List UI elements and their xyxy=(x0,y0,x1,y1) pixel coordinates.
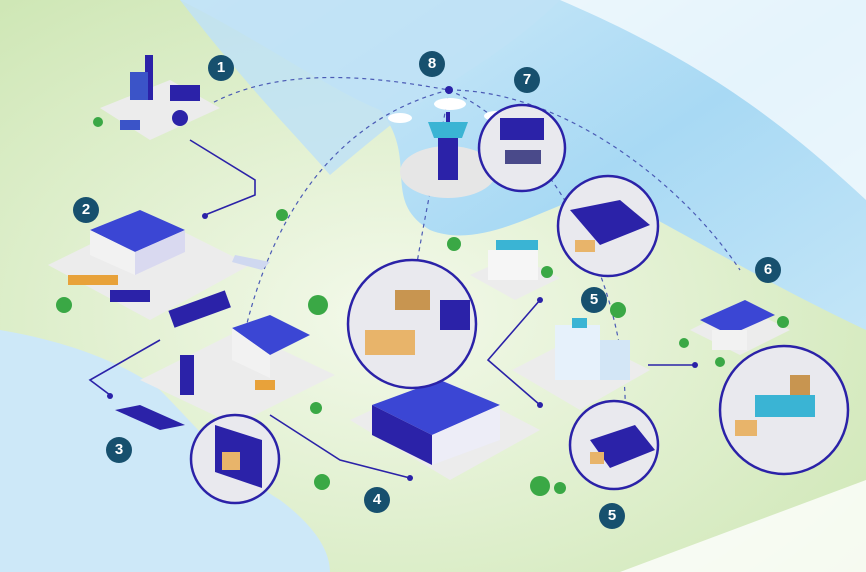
vignette-truck-loading xyxy=(189,413,281,505)
arc-1 xyxy=(199,76,450,111)
fulfillment-center xyxy=(690,300,790,355)
badge-5-pharmacy: 5 xyxy=(581,287,607,313)
airport-warehouse xyxy=(48,210,270,328)
route-warehouse-5 xyxy=(486,299,541,406)
vignette-control-room xyxy=(477,103,567,193)
badge-1: 1 xyxy=(208,55,234,81)
bay xyxy=(0,330,330,572)
seaport xyxy=(115,315,335,430)
control-tower xyxy=(388,86,508,198)
vignettes xyxy=(189,103,850,505)
vignette-warehouse-interior xyxy=(346,258,478,390)
badge-2: 2 xyxy=(73,197,99,223)
ground-routes xyxy=(88,139,695,479)
trees xyxy=(56,117,789,496)
hospital xyxy=(512,318,650,410)
badge-8: 8 xyxy=(419,51,445,77)
badge-5-delivery: 5 xyxy=(599,503,625,529)
route-1-2 xyxy=(189,139,256,216)
sky-fade xyxy=(560,0,866,200)
vignette-van-delivery xyxy=(568,399,660,491)
arc-2 xyxy=(448,89,741,271)
badge-4: 4 xyxy=(364,487,390,513)
badge-3: 3 xyxy=(106,437,132,463)
route-nodes xyxy=(107,213,698,481)
bottom-fade xyxy=(620,480,866,572)
arc-3 xyxy=(229,89,450,421)
distribution-warehouse xyxy=(350,378,540,480)
vignette-fulfillment-interior xyxy=(718,344,850,476)
badge-7: 7 xyxy=(514,67,540,93)
route-3-4 xyxy=(269,414,411,479)
pharmacy xyxy=(470,240,560,300)
route-2-3 xyxy=(88,339,161,396)
vignette-delivery-van-top xyxy=(556,174,660,278)
badge-6: 6 xyxy=(755,257,781,283)
power-plant xyxy=(100,55,220,140)
inlet xyxy=(180,0,560,175)
